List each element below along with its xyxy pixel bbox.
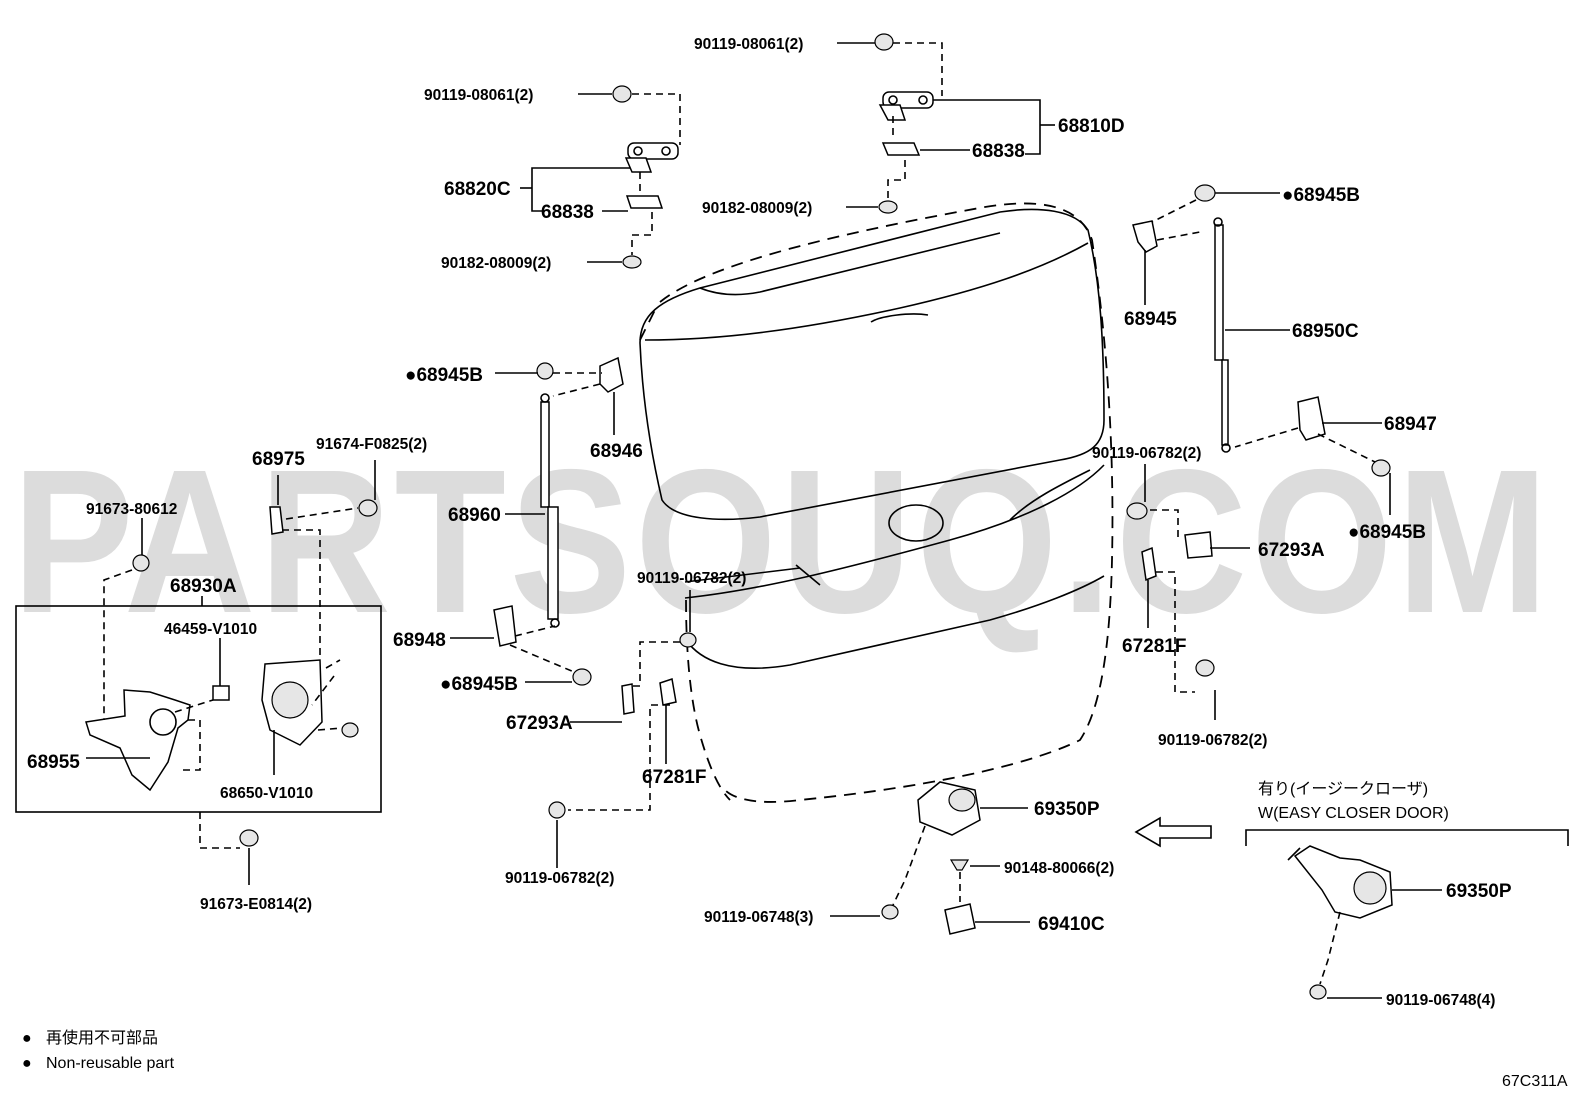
bolt-91674-F0825: [358, 499, 378, 517]
bolt-68945B-lower: [572, 668, 592, 686]
label-69410C: 69410C: [1038, 914, 1105, 935]
group-box-68930A: [15, 605, 382, 813]
label-90119-08061-top: 90119-08061(2): [694, 36, 803, 53]
cover-69410C: [944, 903, 976, 935]
leader-lines: [86, 42, 1442, 999]
legend-bullet-en: ●: [22, 1055, 32, 1072]
bracket-68948: [493, 605, 517, 647]
label-90182-08009-left: 90182-08009(2): [441, 255, 551, 272]
bolt-90119-06782-rightlow: [1195, 659, 1215, 677]
bumper-67281F-right: [1141, 546, 1157, 582]
option-bracket-line: [1245, 829, 1569, 846]
bracket-68945: [1132, 220, 1158, 253]
label-68945B-left: ●68945B: [405, 365, 483, 386]
label-68930A: 68930A: [170, 576, 237, 597]
bolt-91673-E0814: [239, 829, 259, 847]
label-68950C: 68950C: [1292, 321, 1359, 342]
bolt-90119-06782-mid: [679, 632, 697, 648]
label-68946: 68946: [590, 441, 643, 462]
label-68838-right: 68838: [972, 141, 1025, 162]
bolt-90119-06782-bottom: [548, 801, 566, 819]
label-90119-06782-upper: 90119-06782(2): [1092, 445, 1201, 462]
label-67293A-left: 67293A: [506, 713, 573, 734]
label-90119-06782-mid: 90119-06782(2): [637, 570, 746, 587]
option-note-ja: 有り(イージークローザ): [1258, 780, 1428, 798]
legend-text-en: Non-reusable part: [46, 1055, 175, 1072]
label-90148-80066: 90148-80066(2): [1004, 860, 1114, 877]
label-91673-E0814: 91673-E0814(2): [200, 896, 312, 913]
strut-68960: [540, 393, 560, 628]
bolt-90119-06782-upper: [1126, 502, 1148, 520]
bracket-68947: [1297, 396, 1326, 441]
label-68955: 68955: [27, 752, 80, 773]
part-labels: 90119-08061(2) 90119-08061(2) 68810D 688…: [27, 36, 1512, 1009]
striker-67293A-right: [1184, 531, 1213, 559]
label-91674-F0825: 91674-F0825(2): [316, 436, 427, 453]
hinge-68820C: [622, 142, 679, 269]
bolt-68945B-left: [536, 362, 554, 380]
label-68810D: 68810D: [1058, 116, 1125, 137]
diagram-code: 67C311A: [1502, 1073, 1568, 1090]
lock-69350P-right: [1287, 845, 1393, 919]
option-note-en: W(EASY CLOSER DOOR): [1258, 805, 1449, 822]
label-68945B-lower: ●68945B: [440, 674, 518, 695]
label-67281F-left: 67281F: [642, 767, 706, 788]
label-67281F-right: 67281F: [1122, 636, 1186, 657]
bracket-68955: [85, 689, 191, 792]
label-91673-80612: 91673-80612: [86, 501, 177, 518]
label-69350P-center: 69350P: [1034, 799, 1100, 820]
legend-text-ja: 再使用不可部品: [46, 1029, 158, 1047]
label-68945B-right: ●68945B: [1348, 522, 1426, 543]
bolt-90119-06748-4: [1309, 984, 1327, 1000]
label-68947: 68947: [1384, 414, 1437, 435]
back-door-panel: [639, 202, 1114, 803]
label-68960: 68960: [448, 505, 501, 526]
label-90119-06782-bottom: 90119-06782(2): [505, 870, 614, 887]
label-90119-06782-rightlow: 90119-06782(2): [1158, 732, 1267, 749]
bolt-90119-08061-left: [612, 85, 632, 103]
label-68838-left: 68838: [541, 202, 594, 223]
lock-69350P-center: [917, 781, 981, 836]
label-68820C: 68820C: [444, 179, 511, 200]
direction-arrow: [1134, 816, 1212, 848]
label-90119-06748-3: 90119-06748(3): [704, 909, 813, 926]
label-68975: 68975: [252, 449, 305, 470]
label-68945B-topright: ●68945B: [1282, 185, 1360, 206]
label-68945: 68945: [1124, 309, 1177, 330]
bolt-90119-08061-top: [874, 33, 894, 51]
screw-90148-80066: [949, 859, 970, 871]
bracket-68975: [269, 506, 284, 535]
label-68948: 68948: [393, 630, 446, 651]
watermark: PARTSOUQ.COM: [12, 427, 1552, 656]
label-90119-08061-left: 90119-08061(2): [424, 87, 533, 104]
connector-46459-V1010: [212, 685, 230, 701]
label-69350P-right: 69350P: [1446, 881, 1512, 902]
legend-bullet-ja: ●: [22, 1030, 32, 1047]
hinge-68810D: [878, 91, 934, 214]
bolt-68650-side: [341, 722, 359, 738]
label-90182-08009-right: 90182-08009(2): [702, 200, 812, 217]
strut-68950C: [1213, 217, 1231, 453]
bumper-67281F-left: [659, 678, 677, 706]
bolt-68945B-topright: [1194, 184, 1216, 202]
legend: ● 再使用不可部品 ● Non-reusable part: [22, 1029, 175, 1072]
label-68650-V1010: 68650-V1010: [220, 785, 313, 802]
bolt-90119-06748-3: [881, 904, 899, 920]
label-46459-V1010: 46459-V1010: [164, 621, 257, 638]
label-90119-06748-4: 90119-06748(4): [1386, 992, 1495, 1009]
bolt-68945B-right: [1371, 459, 1391, 477]
motor-68650-V1010: [261, 659, 323, 746]
striker-67293A-left: [621, 683, 635, 715]
bracket-68946: [599, 356, 624, 393]
label-67293A-right: 67293A: [1258, 540, 1325, 561]
bolt-91673-80612: [132, 554, 150, 572]
